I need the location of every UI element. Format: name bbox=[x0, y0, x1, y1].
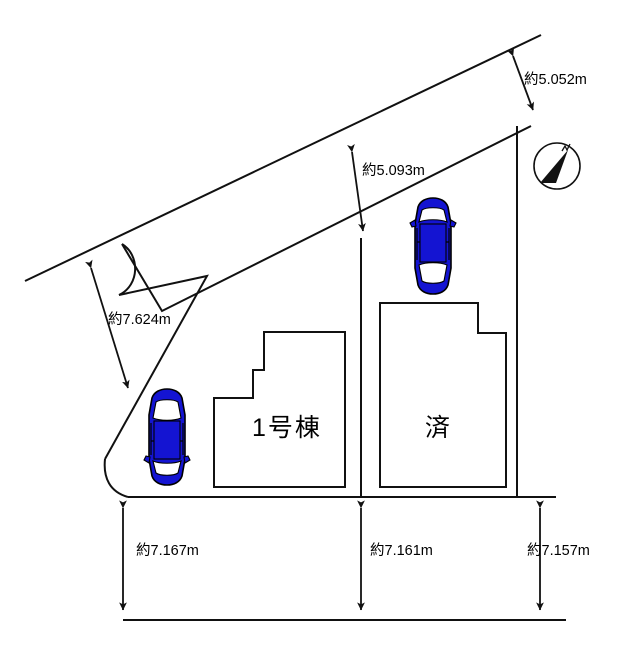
car-windshield bbox=[418, 207, 448, 223]
parking-car-right bbox=[409, 197, 457, 295]
car-roof bbox=[419, 223, 447, 263]
dimension-label-7167: 約7.167m bbox=[136, 543, 199, 559]
site-outline bbox=[24, 34, 566, 621]
dimension-label-5093: 約5.093m bbox=[362, 163, 425, 179]
car-windshield bbox=[152, 460, 182, 476]
dim-arrow-7624 bbox=[85, 259, 130, 389]
dim-arrow-5052 bbox=[506, 47, 535, 111]
dimension-label-7161: 約7.161m bbox=[370, 543, 433, 559]
road-edge-lower bbox=[121, 125, 532, 313]
car-rear-window bbox=[152, 399, 182, 421]
site-boundary-diagonal bbox=[104, 274, 209, 460]
site-boundary-bottom-left-curve bbox=[103, 458, 129, 498]
road-edge-upper bbox=[24, 34, 542, 282]
dimension-label-7624: 約7.624m bbox=[108, 312, 171, 328]
compass-needle bbox=[540, 150, 568, 183]
car-rear-window bbox=[418, 262, 448, 284]
building-2-label: 済 bbox=[425, 414, 453, 442]
building-2-outline bbox=[379, 302, 507, 488]
parking-car-left bbox=[143, 388, 191, 486]
dimension-label-5052: 約5.052m bbox=[524, 72, 587, 88]
north-compass bbox=[533, 142, 581, 190]
dimension-arrows bbox=[85, 47, 544, 611]
compass-north-mark bbox=[561, 143, 571, 152]
car-roof bbox=[153, 420, 181, 460]
dim-arrow-5093 bbox=[347, 143, 366, 232]
building-1-outline bbox=[213, 331, 346, 488]
dimension-label-7157: 約7.157m bbox=[527, 543, 590, 559]
building-1-label: 1号棟 bbox=[252, 414, 322, 442]
